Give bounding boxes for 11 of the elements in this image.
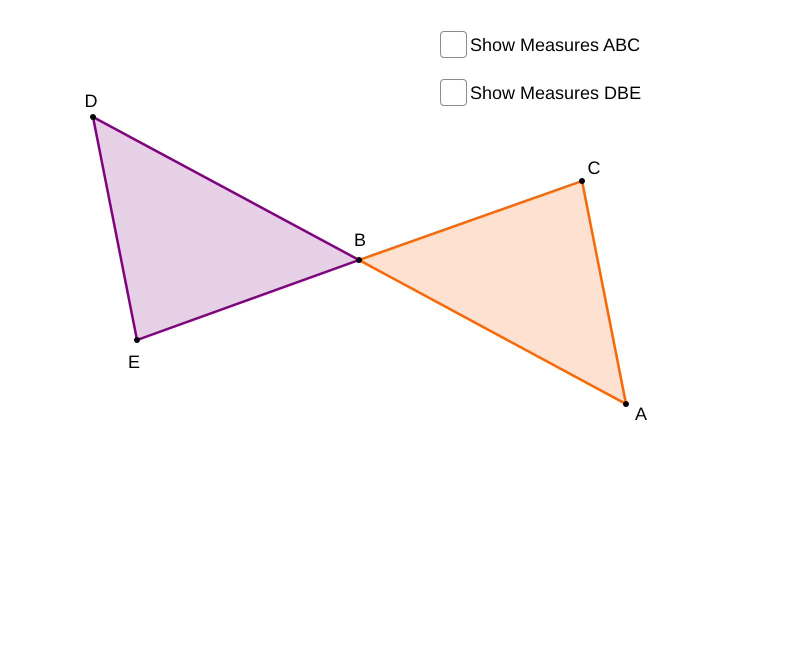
- checkbox-label: Show Measures DBE: [470, 82, 642, 104]
- checkbox-label: Show Measures ABC: [470, 34, 640, 56]
- point-label: B: [353, 230, 367, 250]
- triangle-side: [580, 180, 628, 404]
- triangle-side: [92, 116, 138, 340]
- point-label: A: [634, 404, 648, 424]
- triangle-side: [136, 258, 360, 342]
- point-label: E: [127, 352, 141, 372]
- triangle-side: [358, 180, 582, 262]
- point-label: C: [587, 158, 601, 178]
- point-label: D: [84, 91, 98, 111]
